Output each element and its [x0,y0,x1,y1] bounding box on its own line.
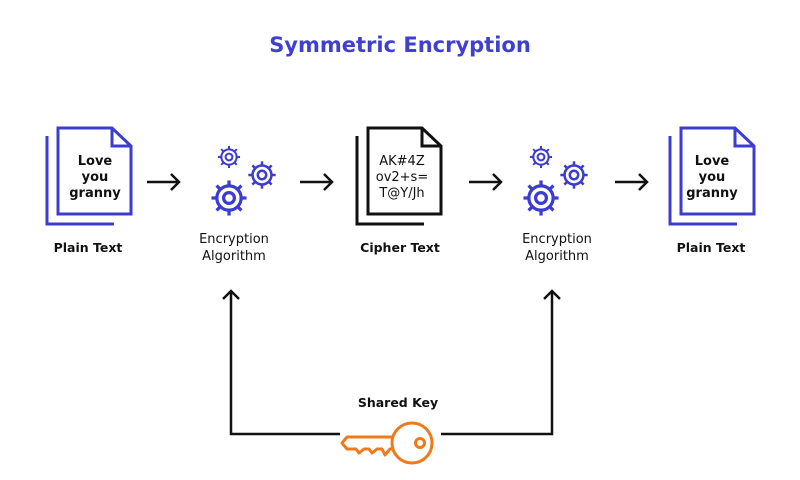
cipher-text-line-2: ov2+s= [376,170,428,185]
cipher-text-node: AK#4Z ov2+s= T@Y/Jh Cipher Text [355,126,443,255]
cipher-text-label: Cipher Text [360,240,440,255]
document-stack-icon [355,126,443,226]
diagram-title: Symmetric Encryption [269,33,531,57]
key-icon [340,421,434,465]
cipher-text-line-3: T@Y/Jh [378,186,424,201]
shared-key-connector [222,289,561,436]
encryption-algorithm-left-label-line-1: Encryption [199,232,269,247]
arrow-right-2 [300,173,334,191]
gears-icon [209,144,277,218]
plain-text-right-node: Love you granny Plain Text [668,126,756,255]
arrow-right-3 [469,173,503,191]
plain-text-right-label: Plain Text [677,240,746,255]
plain-text-right-line-1: Love [695,154,730,169]
gears-icon [521,144,589,218]
arrow-right-4 [615,173,649,191]
shared-key-label: Shared Key [358,395,438,410]
plain-text-right-line-3: granny [686,186,738,201]
plain-text-left-line-3: granny [69,186,121,201]
plain-text-left-line-2: you [82,170,109,185]
encryption-algorithm-right-node: Encryption Algorithm [521,144,592,264]
cipher-text-line-1: AK#4Z [379,154,425,169]
document-stack-icon [45,126,133,226]
plain-text-left-line-1: Love [78,154,113,169]
plain-text-left-node: Love you granny Plain Text [45,126,133,255]
encryption-algorithm-left-node: Encryption Algorithm [199,144,277,264]
plain-text-left-label: Plain Text [54,240,123,255]
arrow-right-1 [147,173,181,191]
plain-text-right-line-2: you [699,170,726,185]
encryption-algorithm-right-label-line-2: Algorithm [525,249,589,264]
encryption-algorithm-right-label-line-1: Encryption [522,232,592,247]
document-stack-icon [668,126,756,226]
encryption-algorithm-left-label-line-2: Algorithm [202,249,266,264]
